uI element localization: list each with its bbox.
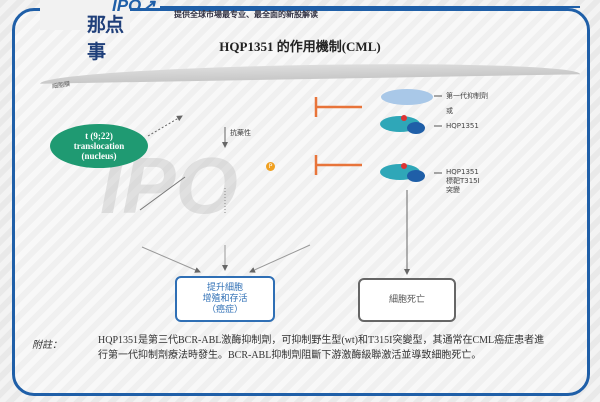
page-title: HQP1351 的作用機制(CML) bbox=[219, 39, 381, 54]
box-line: 細胞死亡 bbox=[388, 294, 425, 305]
phosphate-icon: P bbox=[266, 162, 275, 171]
logo-cn: 那点事 bbox=[87, 14, 124, 63]
translocation-line: translocation bbox=[73, 141, 125, 151]
translocation-node: t (9;22) translocation (nucleus) bbox=[50, 124, 148, 168]
tagline: 提供全球市場最专业、最全面的新股解读 bbox=[174, 10, 318, 19]
or-label: 或 bbox=[446, 107, 453, 115]
cell-death-box: 細胞死亡 bbox=[358, 278, 456, 322]
arrow-right bbox=[249, 244, 311, 273]
proliferation-box: 提升細胞 增殖和存活 （癌症） bbox=[175, 276, 275, 322]
label-line: 突變 bbox=[446, 186, 460, 194]
note-label: 附註： bbox=[32, 340, 62, 351]
resistance-label: 抗藥性 bbox=[230, 129, 251, 137]
translocation-line: t (9;22) bbox=[85, 131, 113, 141]
hqp-t315i-label: HQP1351 標靶T315I 突變 bbox=[446, 168, 480, 195]
box-line: 增殖和存活 bbox=[202, 293, 248, 304]
hqp-label: HQP1351 bbox=[446, 122, 479, 130]
label-line: 標靶T315I bbox=[446, 177, 480, 185]
first-gen-inhibitor-shape bbox=[381, 89, 433, 105]
hqp1351-molecule-1 bbox=[380, 115, 425, 134]
note-text: HQP1351是第三代BCR-ABL激酶抑制劑，可抑制野生型(wt)和T315I… bbox=[98, 335, 545, 361]
hqp1351-molecule-2 bbox=[380, 163, 425, 182]
translocation-line: (nucleus) bbox=[81, 151, 117, 161]
inhibit-bar-2 bbox=[314, 155, 362, 175]
arrow-left bbox=[141, 246, 201, 273]
logo: IPO↗ 那点事 bbox=[40, 0, 156, 63]
dashed-arrow bbox=[147, 115, 183, 137]
header-line bbox=[160, 6, 580, 8]
inhibit-bar-1 bbox=[314, 97, 362, 117]
logo-ipo: IPO↗ bbox=[112, 0, 156, 15]
box-line: （癌症） bbox=[206, 304, 243, 315]
box-line: 提升細胞 bbox=[206, 282, 243, 293]
label-line: HQP1351 bbox=[446, 168, 479, 176]
first-gen-label: 第一代抑制劑 bbox=[446, 92, 488, 100]
